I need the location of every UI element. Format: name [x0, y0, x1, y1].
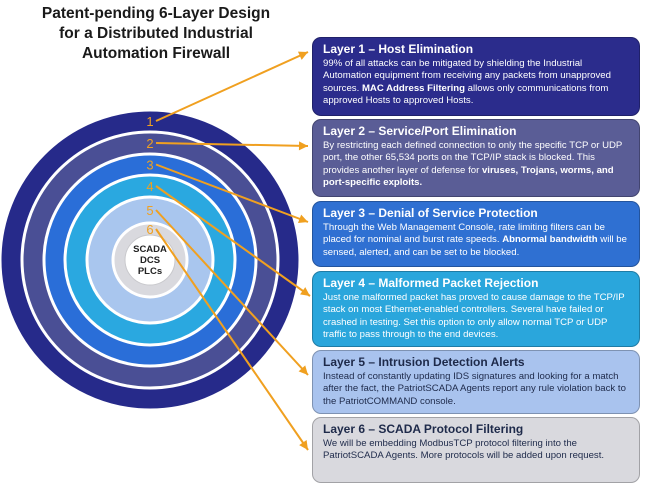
arrowhead-layer-6 — [299, 440, 308, 450]
title-line-3: Automation Firewall — [81, 45, 231, 62]
layer-6-box: Layer 6 – SCADA Protocol Filtering We wil… — [312, 417, 640, 483]
arrowhead-layer-2 — [298, 141, 308, 151]
layer-1-text-segment: 99% of all attacks can be mitigated by s… — [323, 58, 611, 94]
layer-4-text-segment: Just one malformed packet has proved to … — [323, 292, 625, 340]
layer-2-description: By restricting each defined connection t… — [323, 140, 629, 189]
center-label-3: PLCs — [138, 266, 162, 277]
layer-1-heading: Layer 1 – Host Elimination — [323, 42, 474, 56]
layer-6-text-segment: We will be embedding ModbusTCP protocol … — [323, 438, 605, 462]
layer-1-box: Layer 1 – Host Elimination 99% of all att… — [312, 37, 640, 116]
layer-3-text-segment: Through the Web Management Console, rate… — [323, 222, 605, 246]
ring-number-5: 5 — [146, 203, 153, 218]
layer-1-text-segment: allows only communications from approved… — [323, 82, 609, 106]
layer-4-heading: Layer 4 – Malformed Packet Rejection — [323, 276, 539, 290]
arrow-layer-4 — [155, 185, 311, 297]
layer-3-description: Through the Web Management Console, rate… — [323, 222, 629, 259]
layer-3-text-segment: will be sensed, alerted, and can be set … — [323, 234, 627, 258]
ring-number-2: 2 — [146, 136, 153, 151]
arrowhead-layer-1 — [297, 51, 308, 60]
arrow-layer-3 — [155, 163, 309, 223]
layer-5-description: Instead of constantly updating IDS signa… — [323, 371, 629, 408]
ring-number-3: 3 — [146, 158, 153, 173]
diagram-title: Patent-pending 6-Layer Design for a Dist… — [6, 4, 306, 64]
layer-6-description: We will be embedding ModbusTCP protocol … — [323, 438, 629, 463]
center-disc — [124, 234, 176, 286]
layer-4-description: Just one malformed packet has proved to … — [323, 292, 629, 341]
layer-3-heading: Layer 3 – Denial of Service Protection — [323, 206, 538, 220]
layer-1-text-segment: MAC Address Filtering — [361, 82, 465, 94]
layer-6-heading: Layer 6 – SCADA Protocol Filtering — [323, 422, 524, 436]
layer-5-heading: Layer 5 – Intrusion Detection Alerts — [323, 355, 525, 369]
arrow-layer-2 — [155, 142, 309, 147]
ring-number-1: 1 — [146, 114, 153, 129]
center-label-1: SCADA — [133, 244, 167, 255]
ring-number-4: 4 — [146, 179, 153, 194]
center-label-2: DCS — [140, 255, 160, 266]
layer-2-text-segment: By restricting each defined connection t… — [323, 140, 623, 176]
arrow-layer-1 — [155, 51, 309, 122]
layer-2-heading: Layer 2 – Service/Port Elimination — [323, 124, 517, 138]
arrowhead-layer-3 — [297, 214, 308, 224]
title-line-2: for a Distributed Industrial — [59, 25, 253, 42]
layer-3-text-segment: Abnormal bandwidth — [502, 234, 598, 246]
arrowhead-layer-5 — [298, 365, 308, 375]
ring-number-6: 6 — [146, 222, 153, 237]
arrow-layer-6 — [155, 228, 309, 451]
layer-2-text-segment: viruses, Trojans, worms, and port-specif… — [323, 164, 614, 188]
arrowhead-layer-4 — [300, 287, 310, 296]
title-line-1: Patent-pending 6-Layer Design — [41, 5, 271, 22]
layer-5-text-segment: Instead of constantly updating IDS signa… — [323, 371, 626, 407]
arrow-layer-5 — [155, 209, 309, 376]
layer-2-box: Layer 2 – Service/Port Elimination By res… — [312, 119, 640, 197]
layer-1-description: 99% of all attacks can be mitigated by s… — [323, 58, 629, 107]
